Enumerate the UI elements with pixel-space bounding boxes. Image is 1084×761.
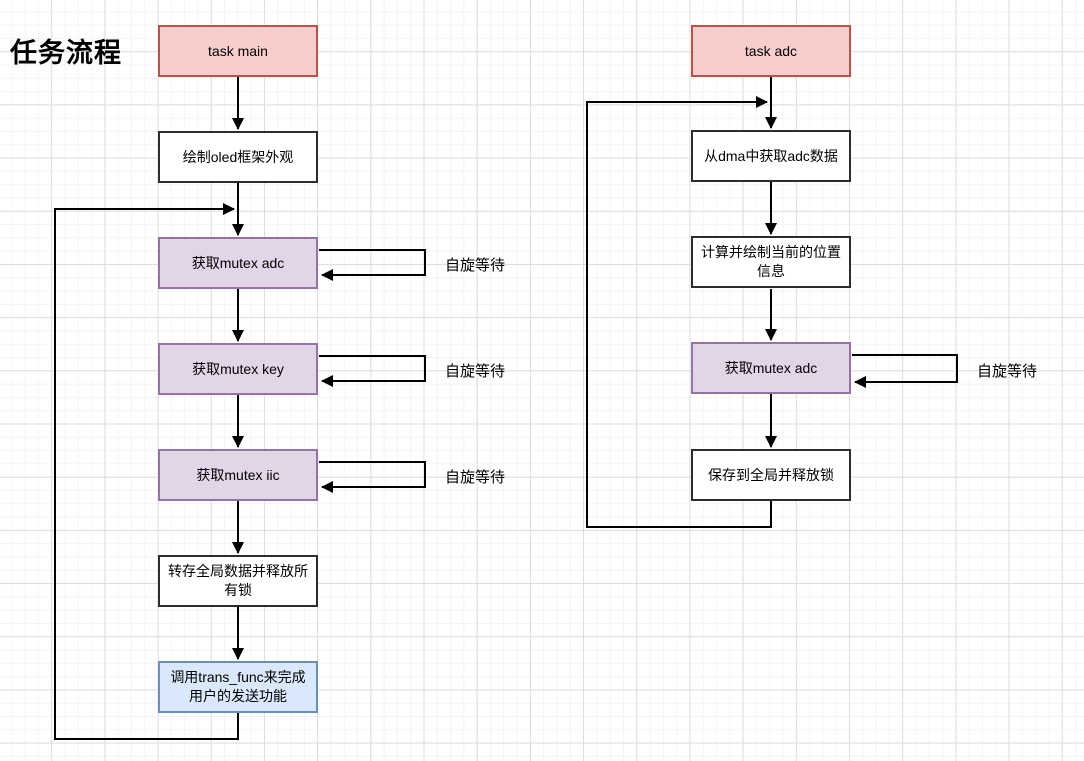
node-trans-func[interactable]: 调用trans_func来完成用户的发送功能 — [158, 661, 318, 713]
node-main-mutex-iic-label: 获取mutex iic — [196, 466, 280, 483]
node-compute-position-label: 计算并绘制当前的位置信息 — [701, 244, 841, 279]
node-save-release-all[interactable]: 转存全局数据并释放所有锁 — [158, 555, 318, 607]
node-task-adc-label: task adc — [744, 42, 798, 59]
node-main-mutex-key[interactable]: 获取mutex key — [158, 343, 318, 395]
node-main-mutex-adc-label: 获取mutex adc — [191, 254, 285, 271]
spin-wait-label-main-key: 自旋等待 — [445, 363, 506, 380]
spin-wait-label-main-adc: 自旋等待 — [445, 257, 506, 274]
edge-spin-main-adc — [319, 249, 426, 281]
edge-spin-main-key — [319, 355, 426, 387]
node-main-mutex-iic[interactable]: 获取mutex iic — [158, 449, 318, 501]
node-task-adc[interactable]: task adc — [691, 25, 851, 77]
node-save-global-release[interactable]: 保存到全局并释放锁 — [691, 449, 851, 501]
node-main-mutex-adc[interactable]: 获取mutex adc — [158, 237, 318, 289]
node-main-mutex-key-label: 获取mutex key — [192, 360, 284, 377]
node-adc-mutex-adc-label: 获取mutex adc — [724, 359, 818, 376]
node-trans-func-label: 调用trans_func来完成用户的发送功能 — [170, 669, 306, 704]
node-draw-oled-label: 绘制oled框架外观 — [182, 148, 294, 165]
node-draw-oled[interactable]: 绘制oled框架外观 — [158, 131, 318, 183]
node-compute-position[interactable]: 计算并绘制当前的位置信息 — [691, 236, 851, 288]
spin-wait-label-main-iic: 自旋等待 — [445, 469, 506, 486]
node-task-main[interactable]: task main — [158, 25, 318, 77]
edge-spin-main-iic — [319, 461, 426, 493]
diagram-title: 任务流程 — [10, 38, 122, 68]
node-adc-mutex-adc[interactable]: 获取mutex adc — [691, 342, 851, 394]
edge-spin-adc — [852, 354, 958, 388]
spin-wait-label-adc: 自旋等待 — [977, 363, 1038, 380]
node-get-dma-data-label: 从dma中获取adc数据 — [704, 147, 838, 164]
node-task-main-label: task main — [208, 42, 268, 59]
node-save-release-all-label: 转存全局数据并释放所有锁 — [168, 563, 308, 598]
node-save-global-release-label: 保存到全局并释放锁 — [708, 466, 834, 483]
node-get-dma-data[interactable]: 从dma中获取adc数据 — [691, 130, 851, 182]
